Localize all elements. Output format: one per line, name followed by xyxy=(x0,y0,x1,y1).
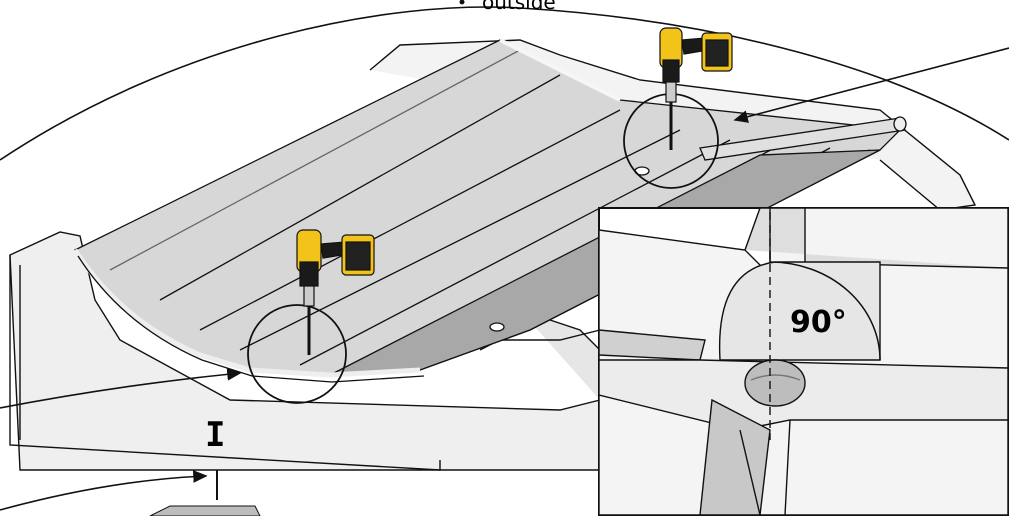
callout-arrow-icon xyxy=(0,367,242,409)
inset-detail: 90° xyxy=(598,207,1009,516)
caption-bullet-icon xyxy=(459,0,465,5)
callout-arrow-icon xyxy=(0,470,208,511)
drill-icon xyxy=(659,27,733,150)
outer-arc xyxy=(0,6,1009,161)
top-caption: outside xyxy=(482,0,556,14)
step-marker: I xyxy=(205,415,225,455)
callout-circle-bottom xyxy=(247,304,347,404)
hole-icon xyxy=(744,359,806,407)
drill-icon xyxy=(296,229,375,355)
angle-arc xyxy=(769,261,881,361)
angle-label: 90° xyxy=(790,305,847,340)
callout-arrow-icon xyxy=(733,47,1009,123)
